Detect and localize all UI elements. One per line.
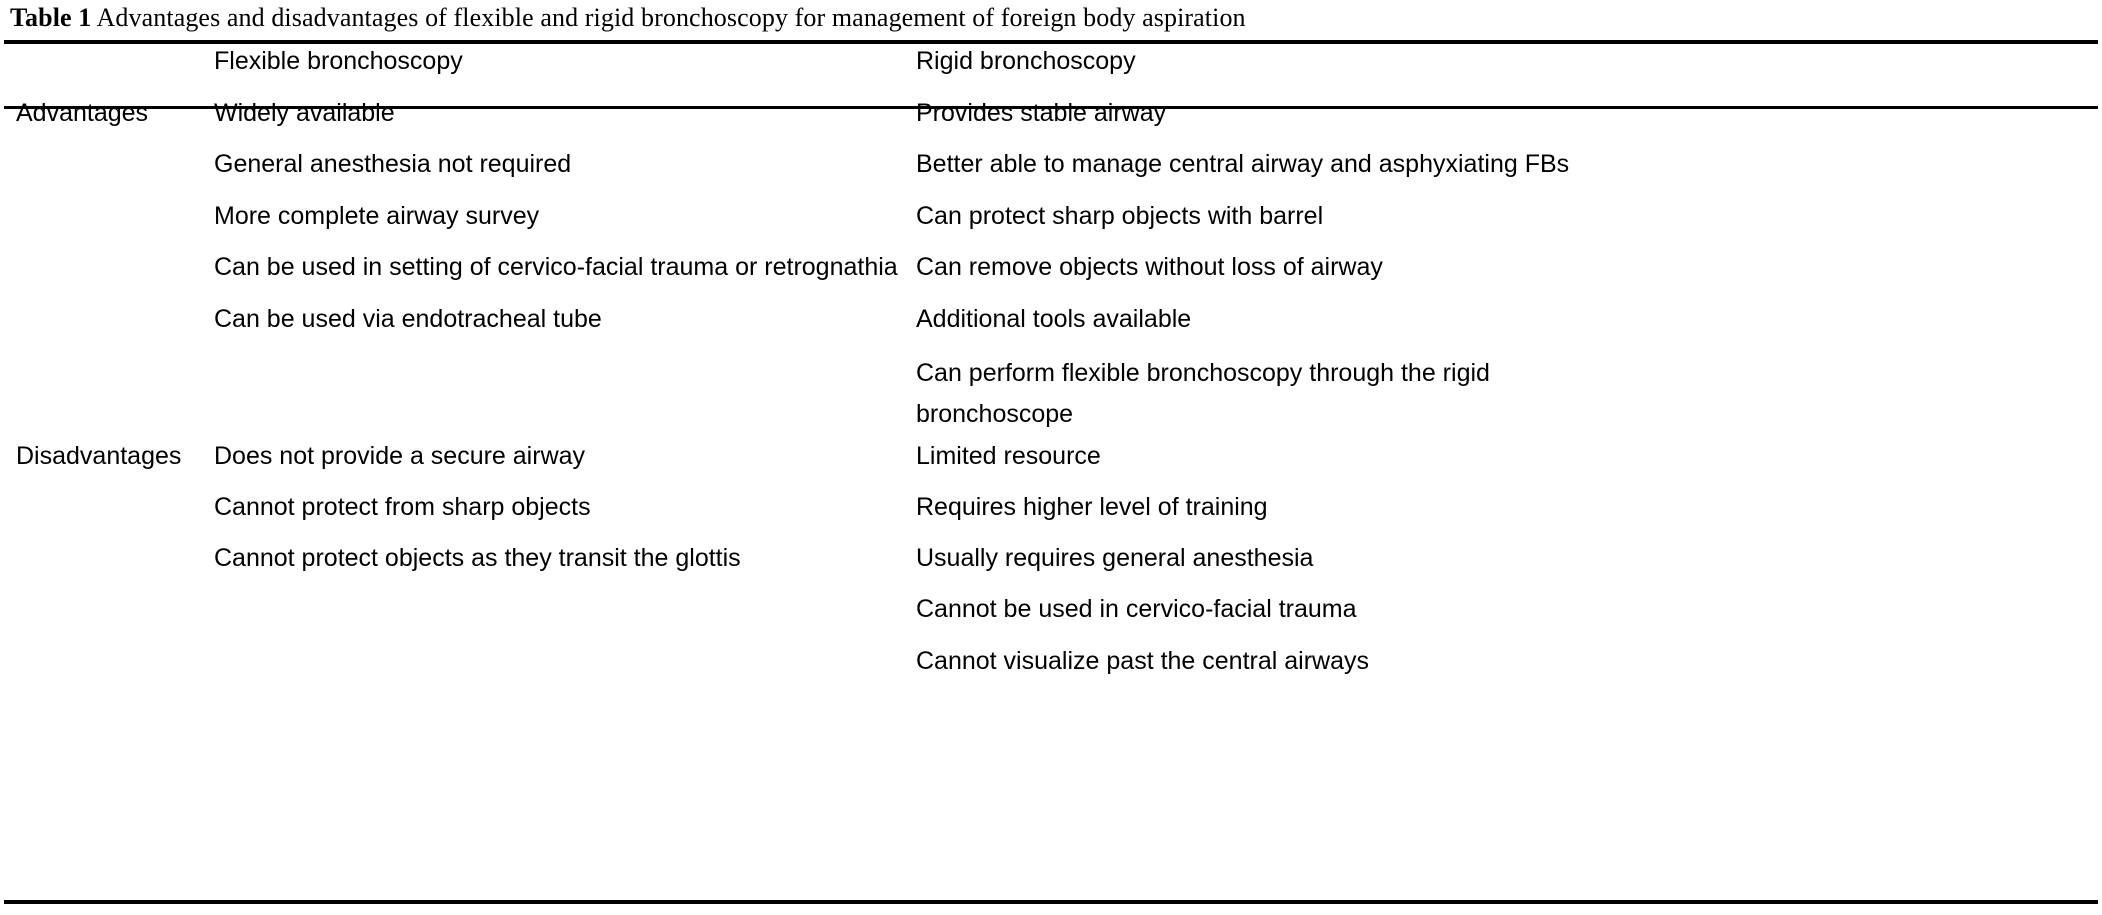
table-caption-text: Advantages and disadvantages of flexible… — [91, 3, 1246, 32]
cell-disadvantages-rigid-0: Limited resource — [916, 442, 1101, 470]
cell-disadvantages-flexible-1: Cannot protect from sharp objects — [214, 493, 591, 521]
column-header-rigid: Rigid bronchoscopy — [916, 47, 1136, 75]
table-top-rule — [4, 40, 2098, 44]
table-header-rule — [4, 106, 2098, 109]
cell-disadvantages-rigid-2: Usually requires general anesthesia — [916, 544, 1314, 572]
cell-advantages-flexible-2: More complete airway survey — [214, 202, 540, 230]
row-group-label-advantages: Advantages — [16, 99, 149, 127]
cell-advantages-rigid-0: Provides stable airway — [916, 99, 1167, 127]
cell-disadvantages-rigid-3: Cannot be used in cervico-facial trauma — [916, 595, 1357, 623]
cell-disadvantages-rigid-1: Requires higher level of training — [916, 493, 1268, 521]
cell-advantages-flexible-1: General anesthesia not required — [214, 150, 572, 178]
cell-advantages-rigid-5: Can perform flexible bronchoscopy throug… — [916, 359, 1490, 428]
cell-advantages-flexible-4: Can be used via endotracheal tube — [214, 305, 602, 333]
table-caption: Table 1 Advantages and disadvantages of … — [10, 2, 2092, 34]
cell-advantages-rigid-2: Can protect sharp objects with barrel — [916, 202, 1324, 230]
cell-advantages-flexible-0: Widely available — [214, 99, 395, 127]
row-group-label-disadvantages: Disadvantages — [16, 442, 182, 470]
cell-advantages-rigid-1: Better able to manage central airway and… — [916, 150, 1570, 178]
column-header-flexible: Flexible bronchoscopy — [214, 47, 463, 75]
cell-advantages-rigid-3: Can remove objects without loss of airwa… — [916, 253, 1383, 281]
cell-disadvantages-flexible-2: Cannot protect objects as they transit t… — [214, 544, 741, 572]
cell-disadvantages-rigid-4: Cannot visualize past the central airway… — [916, 647, 1370, 675]
table-bottom-rule — [4, 900, 2098, 904]
table-caption-label: Table 1 — [10, 3, 92, 32]
cell-advantages-flexible-3: Can be used in setting of cervico-facial… — [214, 253, 898, 281]
cell-disadvantages-flexible-0: Does not provide a secure airway — [214, 442, 586, 470]
cell-advantages-rigid-4: Additional tools available — [916, 305, 1192, 333]
